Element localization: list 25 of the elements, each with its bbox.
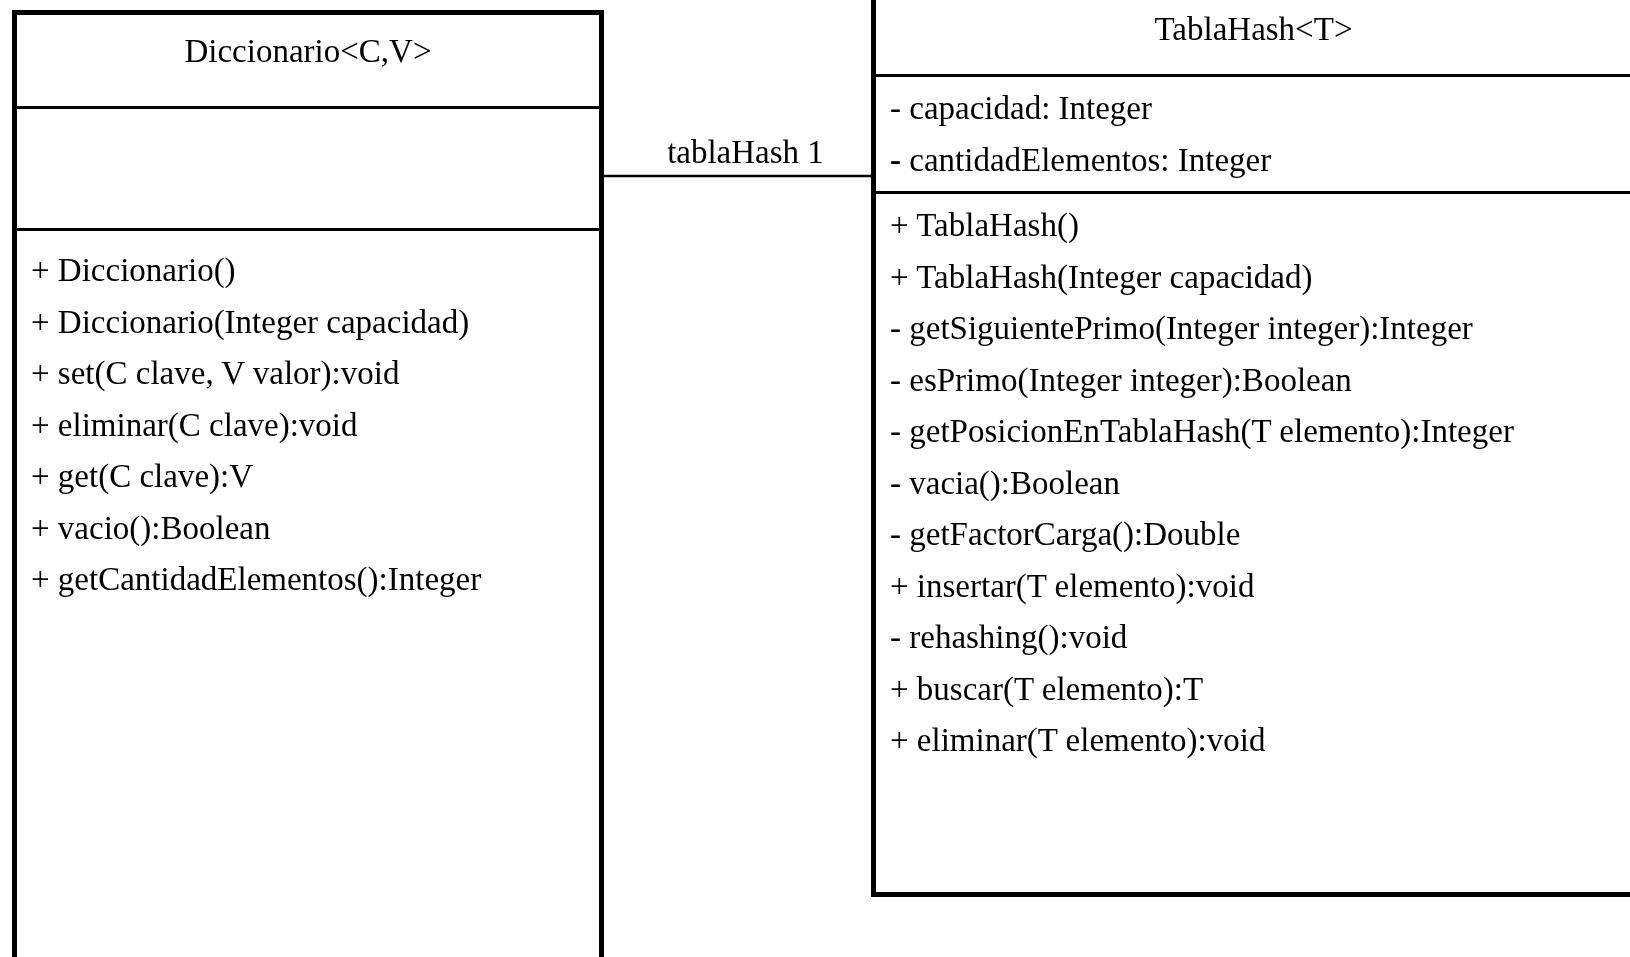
attribute-text: - capacidad: Integer [890,89,1152,128]
method-text: + get(C clave):V [31,457,254,496]
method-text: - getSiguientePrimo(Integer integer):Integer [890,309,1473,348]
method-text: + TablaHash() [890,206,1079,245]
method-text: + set(C clave, V valor):void [31,354,400,393]
method-text: + TablaHash(Integer capacidad) [890,257,1313,297]
class-box [871,0,1630,897]
method-text: + eliminar(T elemento):void [890,721,1266,760]
method-text: + Diccionario(Integer capacidad) [31,302,470,342]
class-name: Diccionario<C,V> [184,33,432,70]
class-name: TablaHash<T> [1154,11,1353,48]
method-text: + getCantidadElementos():Integer [31,560,482,599]
method-text: + eliminar(C clave):void [31,405,358,445]
method-text: - getFactorCarga():Double [890,515,1241,554]
attribute-text: - cantidadElementos: Integer [890,140,1272,180]
association-line [604,174,871,178]
method-text: + Diccionario() [31,251,236,290]
method-text: - vacia():Boolean [890,463,1120,503]
method-text: - rehashing():void [890,618,1128,657]
method-text: + vacio():Boolean [31,508,271,548]
class-box [12,10,604,957]
method-text: - esPrimo(Integer integer):Boolean [890,360,1352,400]
method-text: + buscar(T elemento):T [890,669,1204,709]
method-text: + insertar(T elemento):void [890,566,1255,606]
method-text: - getPosicionEnTablaHash(T elemento):Integer [890,412,1514,451]
